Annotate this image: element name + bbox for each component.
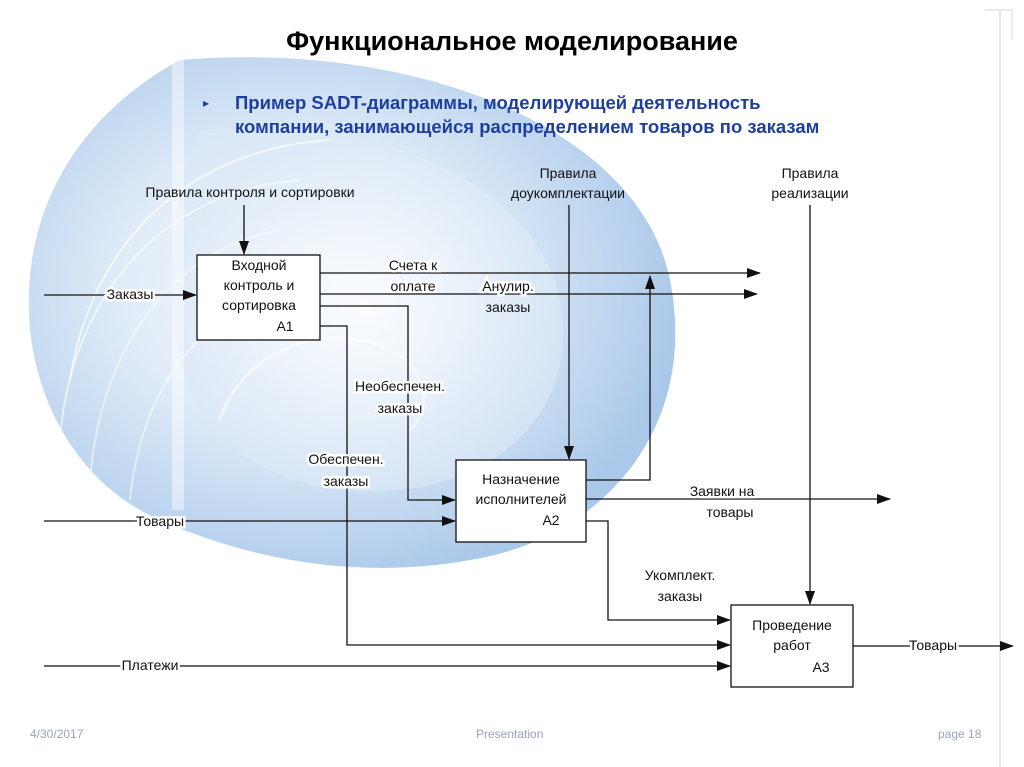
subtitle: Пример SADT-диаграммы, моделирующей деят… [235, 91, 995, 139]
label-rules-complete-1: Правила [540, 165, 597, 181]
box-a2-code: A2 [542, 512, 559, 528]
box-a3-code: A3 [812, 659, 829, 675]
label-cancelled-1: Анулир. [482, 278, 533, 294]
subtitle-line-2: компании, занимающейся распределением то… [235, 116, 820, 137]
box-a1-line-3: сортировка [222, 297, 296, 313]
arrow-a2-feedback [586, 275, 655, 481]
box-a1-code: A1 [276, 318, 293, 334]
subtitle-line-1: Пример SADT-диаграммы, моделирующей деят… [235, 92, 761, 113]
box-a3 [730, 604, 854, 688]
box-a1 [196, 254, 321, 341]
label-secured-1: Обеспечен. [308, 451, 383, 467]
box-a2-line-1: Назначение [482, 471, 560, 487]
box-a1-line-2: контроль и [224, 277, 295, 293]
page-title: Функциональное моделирование [286, 26, 738, 56]
arrow-secured [320, 325, 731, 650]
label-rules-sale-1: Правила [782, 165, 839, 181]
label-unsecured-1: Необеспечен. [355, 378, 445, 394]
label-requests-1: Заявки на [690, 483, 755, 499]
footer-page: page 18 [938, 727, 982, 741]
box-a3-line-1: Проведение [752, 617, 832, 633]
label-rules-control: Правила контроля и сортировки [145, 184, 354, 200]
box-a3-line-2: работ [773, 637, 811, 653]
label-goods-in: Товары [136, 513, 184, 529]
label-orders: Заказы [107, 286, 154, 302]
footer-center: Presentation [476, 727, 544, 741]
label-goods-out: Товары [909, 637, 957, 653]
label-requests-2: товары [707, 504, 754, 520]
label-invoices-1: Счета к [389, 257, 438, 273]
box-a2 [455, 459, 587, 543]
label-completed-2: заказы [658, 588, 703, 604]
arrow-unsecured [320, 305, 456, 505]
box-a1-line-1: Входной [231, 257, 286, 273]
label-cancelled-2: заказы [486, 299, 531, 315]
arrow-completed [586, 520, 731, 625]
footer-date: 4/30/2017 [30, 727, 84, 741]
bullet-arrow-icon: ▸ [203, 96, 210, 110]
label-invoices-2: оплате [390, 278, 435, 294]
label-completed-1: Укомплект. [645, 567, 716, 583]
label-payments: Платежи [122, 657, 179, 673]
label-unsecured-2: заказы [378, 400, 423, 416]
label-rules-complete-2: доукомплектации [511, 185, 625, 201]
label-rules-sale-2: реализации [771, 185, 848, 201]
box-a2-line-2: исполнителей [476, 491, 567, 507]
label-secured-2: заказы [324, 473, 369, 489]
